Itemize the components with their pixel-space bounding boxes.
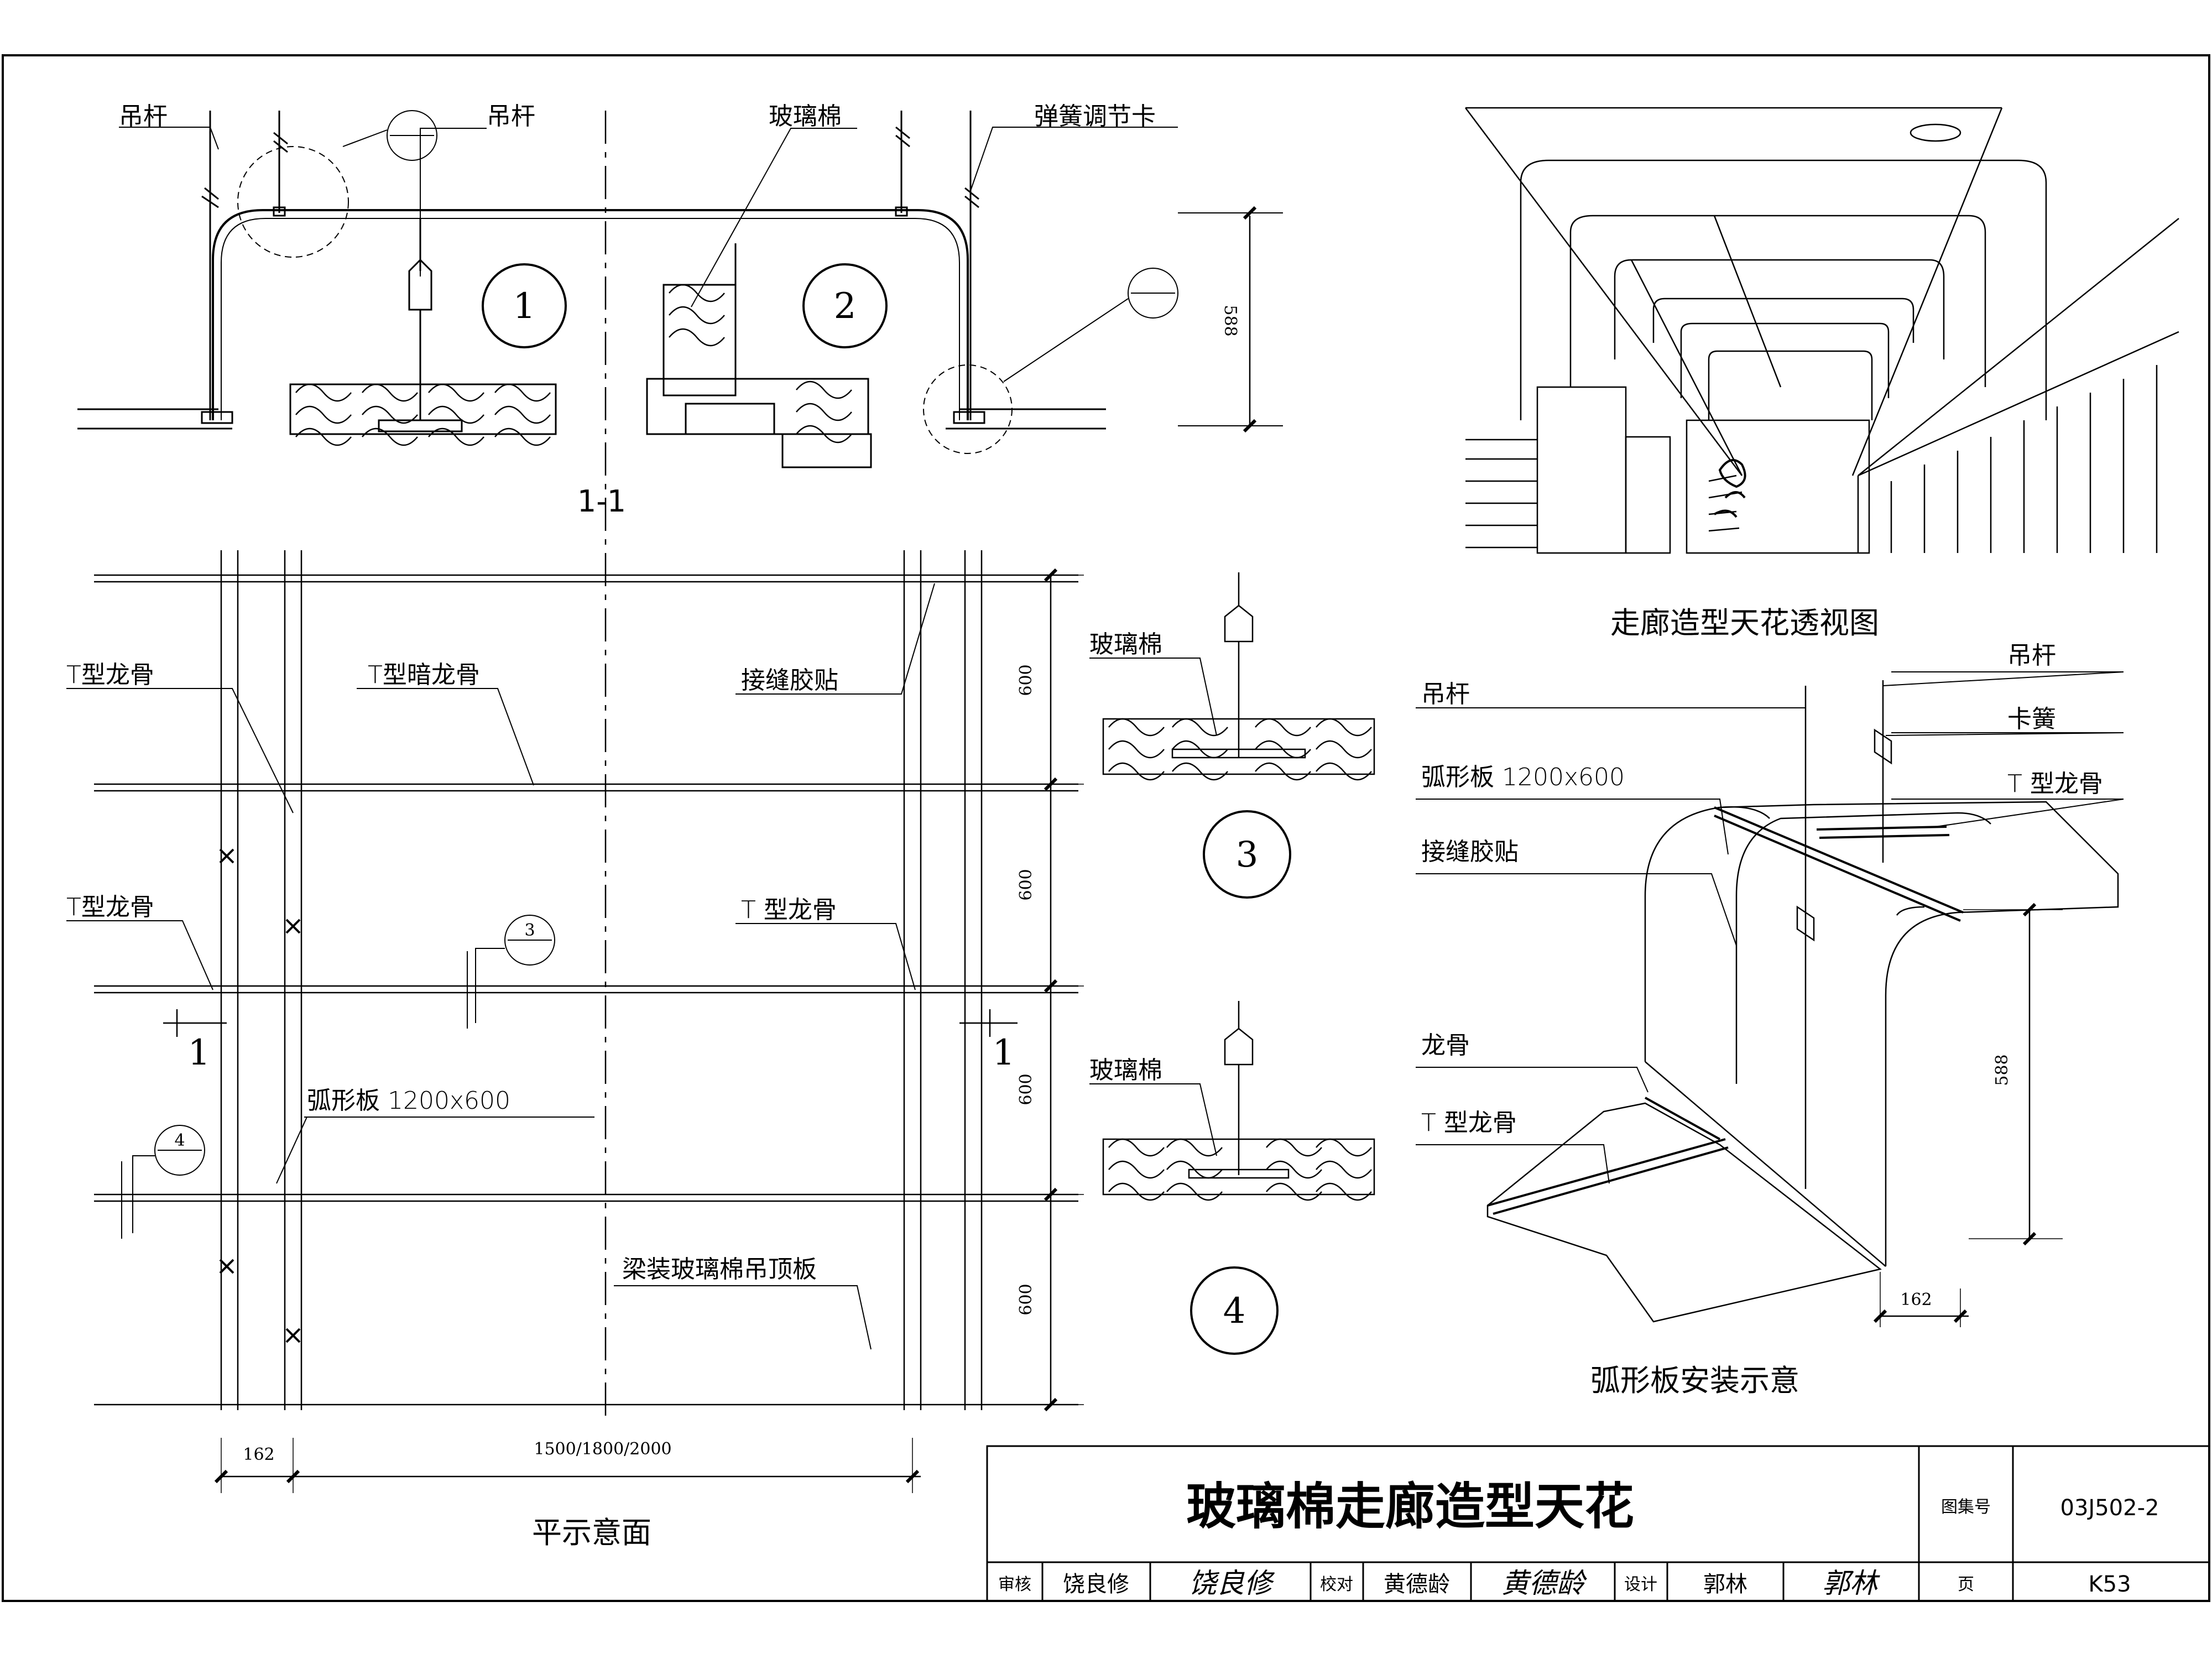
section-dim-588: 588 — [1220, 305, 1240, 336]
plan-dim-span: 1500/1800/2000 — [534, 1439, 671, 1459]
plan-arc-panel-label: 弧形板 1200x600 — [307, 1087, 510, 1115]
detail-number-2: 2 — [834, 286, 857, 327]
plan-view — [66, 550, 1084, 1493]
check-label: 校对 — [1320, 1575, 1353, 1594]
hanger-mid-label: 吊杆 — [487, 102, 535, 131]
plan-t-keel-2-label: T型龙骨 — [66, 893, 154, 921]
detail-3-4 — [1089, 572, 1375, 1355]
plan-t-hidden-keel-label: T型暗龙骨 — [368, 661, 480, 689]
designer-signature: 郭林 — [1822, 1567, 1880, 1599]
plan-dim-row-2: 600 — [1016, 869, 1036, 900]
section-1-1 — [77, 110, 1283, 1421]
plan-dim-row-4: 600 — [1016, 1284, 1036, 1315]
atlas-number: 03J502-2 — [2060, 1495, 2159, 1521]
plan-seam-tape-label: 接缝胶贴 — [741, 666, 838, 695]
spring-clip-label: 弹簧调节卡 — [1034, 102, 1156, 131]
install-keel-label: 龙骨 — [1421, 1031, 1470, 1060]
plan-caption: 平示意面 — [532, 1515, 651, 1550]
detail-number-1: 1 — [513, 286, 536, 327]
install-t-keel-top-label: T 型龙骨 — [2007, 770, 2103, 798]
install-dim-588: 588 — [1992, 1054, 2012, 1086]
perspective-view — [1465, 107, 2179, 554]
reviewer-signature: 饶良修 — [1189, 1567, 1275, 1599]
page-label: 页 — [1958, 1575, 1974, 1594]
detail-3-glass-wool-label: 玻璃棉 — [1089, 630, 1162, 659]
plan-t-keel-3-label: T 型龙骨 — [741, 896, 837, 924]
plan-section-mark-left: 1 — [188, 1032, 211, 1073]
plan-dim-row-3: 600 — [1016, 1073, 1036, 1105]
hanger-left-label: 吊杆 — [119, 102, 168, 131]
install-clip-label: 卡簧 — [2007, 705, 2056, 733]
install-caption: 弧形板安装示意 — [1590, 1363, 1799, 1398]
install-view — [1416, 671, 2124, 1327]
checker-signature: 黄德龄 — [1501, 1567, 1587, 1599]
drawing-title: 玻璃棉走廊造型天花 — [1186, 1478, 1634, 1536]
plan-x-marks — [219, 848, 301, 1343]
install-arc-panel-label: 弧形板 1200x600 — [1421, 763, 1625, 791]
plan-t-keel-1-label: T型龙骨 — [66, 661, 154, 689]
atlas-label: 图集号 — [1941, 1498, 1991, 1517]
glass-wool-label: 玻璃棉 — [769, 102, 842, 131]
install-dim-162: 162 — [1900, 1290, 1932, 1310]
designer-name: 郭林 — [1703, 1572, 1747, 1597]
plan-callout-3: 3 — [524, 921, 535, 940]
checker-name: 黄德龄 — [1384, 1572, 1450, 1597]
plan-dim-162: 162 — [243, 1445, 274, 1464]
detail-number-3: 3 — [1236, 834, 1259, 875]
section-title: 1-1 — [577, 484, 626, 519]
review-label: 审核 — [998, 1575, 1031, 1594]
design-label: 设计 — [1624, 1575, 1657, 1594]
detail-number-4: 4 — [1223, 1291, 1246, 1332]
plan-callout-4: 4 — [174, 1131, 185, 1150]
perspective-caption: 走廊造型天花透视图 — [1610, 606, 1879, 640]
install-seam-tape-label: 接缝胶贴 — [1421, 838, 1519, 866]
reviewer-name: 饶良修 — [1063, 1572, 1129, 1597]
title-block — [986, 1445, 2210, 1602]
install-hanger-b-label: 吊杆 — [2007, 641, 2056, 670]
detail-4-glass-wool-label: 玻璃棉 — [1089, 1056, 1162, 1084]
install-t-keel-bottom-label: T 型龙骨 — [1421, 1109, 1517, 1137]
install-hanger-a-label: 吊杆 — [1421, 680, 1470, 708]
plan-dim-row-1: 600 — [1016, 664, 1036, 696]
plan-glass-wool-board-label: 梁装玻璃棉吊顶板 — [622, 1255, 817, 1284]
page-number: K53 — [2088, 1572, 2131, 1597]
plan-section-mark-right: 1 — [993, 1032, 1015, 1073]
